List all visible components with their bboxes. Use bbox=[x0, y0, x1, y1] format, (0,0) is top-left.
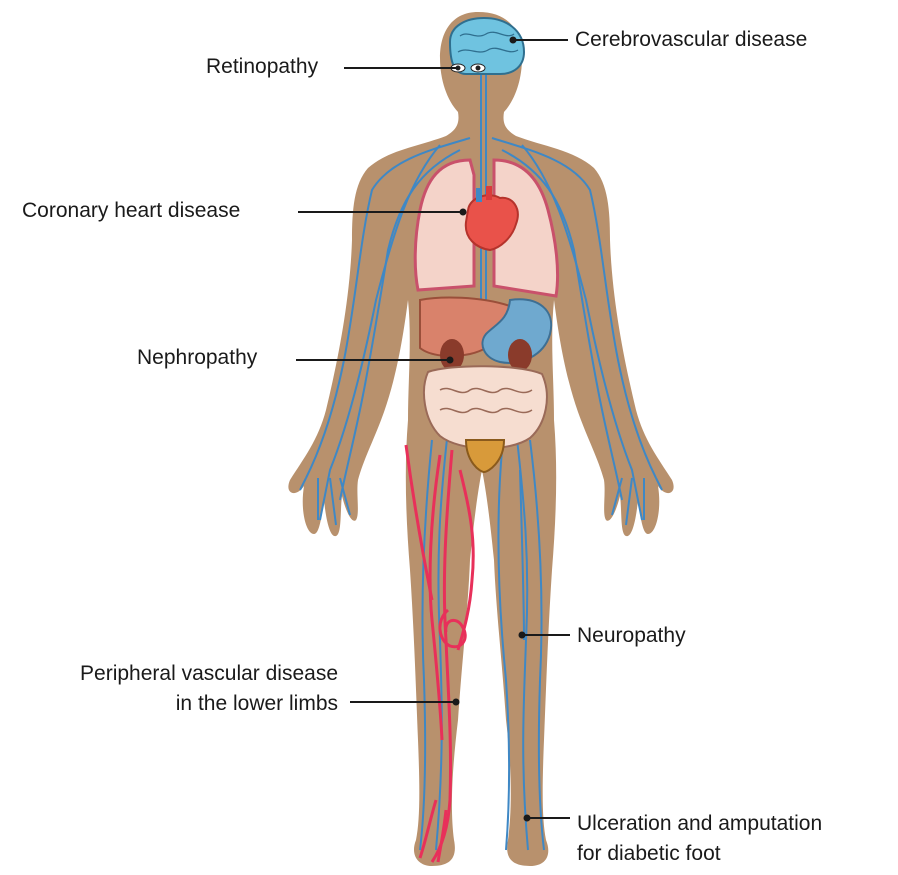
label-cerebrovascular-disease: Cerebrovascular disease bbox=[575, 28, 807, 52]
label-neuropathy: Neuropathy bbox=[577, 624, 686, 648]
label-coronary-heart-disease: Coronary heart disease bbox=[22, 199, 240, 223]
label-pvd-line2: in the lower limbs bbox=[18, 692, 338, 716]
label-pvd-line1: Peripheral vascular disease bbox=[18, 662, 338, 686]
label-ulceration-line2: for diabetic foot bbox=[577, 842, 721, 866]
label-ulceration-line1: Ulceration and amputation bbox=[577, 812, 822, 836]
label-retinopathy: Retinopathy bbox=[206, 55, 318, 79]
intestines bbox=[424, 366, 547, 448]
label-nephropathy: Nephropathy bbox=[137, 346, 257, 370]
